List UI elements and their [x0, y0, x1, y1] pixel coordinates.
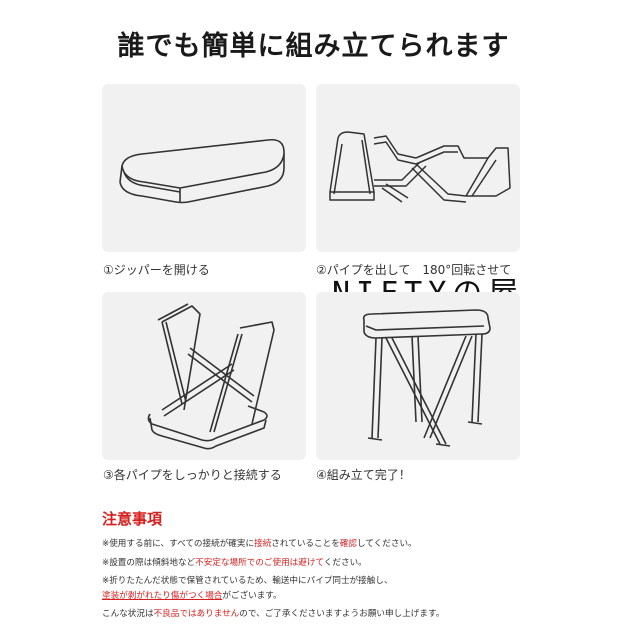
step4-illustration: [316, 292, 520, 460]
folded-case-drawing: [119, 138, 285, 204]
note-line-1: ※使用する前に、すべての接続が確実に接続されていることを確認してください。: [102, 539, 417, 549]
note-line-2: ※設置の際は傾斜地など不安定な場所でのご使用は避けてください。: [102, 558, 367, 568]
note-line-3: ※折りたたんだ状態で保管されているため、輸送中にパイプ同士が接触し、: [102, 576, 393, 586]
page-title: 誰でも簡単に組み立てられます: [117, 31, 510, 62]
step1-illustration: [102, 84, 306, 252]
note-line-5: こんな状況は不良品ではありませんので、ご了承くださいますようお願い申し上げます。: [102, 609, 445, 619]
notes-heading: 注意事項: [102, 510, 163, 528]
unfolding-frame-drawing: [329, 131, 511, 203]
note-line-4: 塗装が剥がれたり傷がつく場合がございます。: [102, 591, 282, 601]
step4-caption: ④組み立て完了！: [316, 468, 411, 482]
step2-caption: ②パイプを出して 180°回転させて: [316, 263, 512, 277]
step3-caption: ③各パイプをしっかりと接続する: [103, 468, 282, 482]
step1-caption: ①ジッパーを開ける: [103, 263, 210, 277]
step3-illustration: [102, 292, 306, 460]
completed-stool-drawing: [362, 309, 491, 447]
pipe-frame-drawing: [147, 303, 275, 450]
step2-illustration: [316, 84, 520, 252]
